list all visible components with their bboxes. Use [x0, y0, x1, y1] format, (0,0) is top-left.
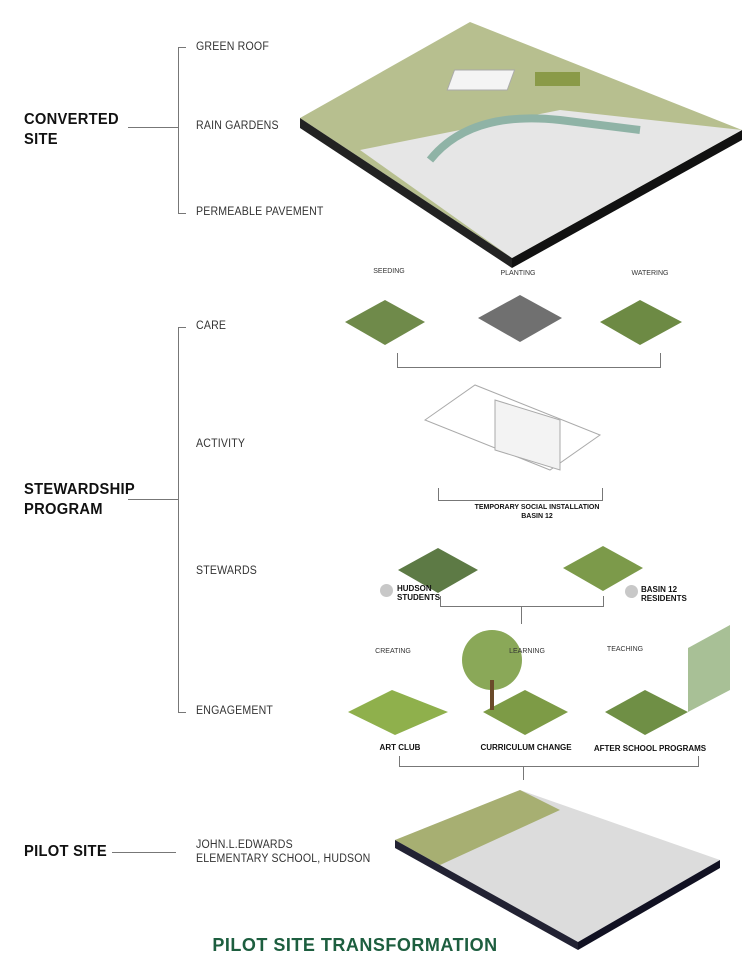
- bracket: [397, 353, 398, 367]
- bracket: [602, 488, 603, 500]
- bracket: [178, 47, 179, 214]
- basin-residents-label: BASIN 12 RESIDENTS: [641, 585, 687, 603]
- caption-after-school-programs: AFTER SCHOOL PROGRAMS: [593, 744, 707, 753]
- item-care: CARE: [196, 320, 227, 332]
- pilot-site-description: JOHN.L.EDWARDS ELEMENTARY SCHOOL, HUDSON: [196, 838, 371, 866]
- item-rain-gardens: RAIN GARDENS: [196, 120, 279, 132]
- caption-curriculum-change: CURRICULUM CHANGE: [480, 743, 572, 752]
- title-line: CONVERTED: [24, 111, 119, 128]
- curriculum-image: [483, 690, 568, 735]
- item-green-roof: GREEN ROOF: [196, 41, 269, 53]
- connector: [128, 499, 178, 500]
- label-creating: CREATING: [375, 648, 411, 655]
- label-line: STUDENTS: [397, 593, 441, 602]
- connector: [128, 127, 178, 128]
- bracket: [698, 756, 699, 766]
- caption-art-club: ART CLUB: [379, 743, 421, 752]
- item-activity: ACTIVITY: [196, 438, 246, 450]
- watering-image: [600, 300, 682, 345]
- pilot-site-model: [395, 790, 720, 950]
- hudson-students-label: HUDSON STUDENTS: [397, 584, 440, 602]
- label-teaching: TEACHING: [606, 646, 644, 653]
- caption-line: TEMPORARY SOCIAL INSTALLATION: [474, 504, 600, 511]
- label-seeding: SEEDING: [373, 268, 405, 275]
- bracket: [438, 488, 439, 500]
- label-watering: WATERING: [631, 270, 669, 277]
- figure-title: PILOT SITE TRANSFORMATION: [212, 935, 498, 955]
- title-line: STEWARDSHIP: [24, 481, 136, 498]
- caption-line: BASIN 12: [521, 513, 553, 520]
- title-line: PROGRAM: [24, 501, 103, 518]
- tick: [178, 712, 186, 713]
- seeding-image: [345, 300, 425, 345]
- art-club-image: [348, 690, 448, 735]
- item-permeable-pavement: PERMEABLE PAVEMENT: [196, 206, 324, 218]
- label-line: RESIDENTS: [641, 594, 687, 603]
- tick: [178, 47, 186, 48]
- person-icon: [380, 584, 393, 597]
- installation-caption: TEMPORARY SOCIAL INSTALLATION BASIN 12: [475, 503, 600, 521]
- description-line: ELEMENTARY SCHOOL, HUDSON: [196, 853, 371, 865]
- stewardship-program-title: STEWARDSHIP PROGRAM: [24, 480, 135, 520]
- title-line: SITE: [24, 131, 58, 148]
- hudson-students-image: [398, 548, 478, 593]
- temporary-installation-drawing: [423, 384, 602, 471]
- bracket: [178, 327, 179, 713]
- label-planting: PLANTING: [500, 270, 536, 277]
- tick: [178, 327, 186, 328]
- planting-image: [478, 295, 562, 342]
- connector: [521, 606, 522, 624]
- bracket: [399, 756, 400, 766]
- person-icon: [625, 585, 638, 598]
- item-engagement: ENGAGEMENT: [196, 705, 274, 717]
- basin-residents-image: [563, 546, 643, 591]
- label-line: HUDSON: [397, 584, 432, 593]
- bracket: [399, 766, 699, 767]
- bracket: [660, 353, 661, 367]
- bracket: [603, 596, 604, 606]
- converted-site-model: [300, 22, 742, 268]
- tick: [178, 213, 186, 214]
- converted-site-title: CONVERTED SITE: [24, 110, 119, 150]
- label-line: BASIN 12: [641, 585, 678, 594]
- bracket: [397, 367, 661, 368]
- connector: [523, 766, 524, 780]
- after-school-image: [605, 690, 688, 735]
- label-learning: LEARNING: [509, 648, 545, 655]
- bracket: [440, 596, 441, 606]
- connector: [112, 852, 176, 853]
- description-line: JOHN.L.EDWARDS: [196, 839, 293, 851]
- bracket: [438, 500, 603, 501]
- pilot-site-title: PILOT SITE: [24, 843, 107, 860]
- item-stewards: STEWARDS: [196, 565, 258, 577]
- bracket: [440, 606, 604, 607]
